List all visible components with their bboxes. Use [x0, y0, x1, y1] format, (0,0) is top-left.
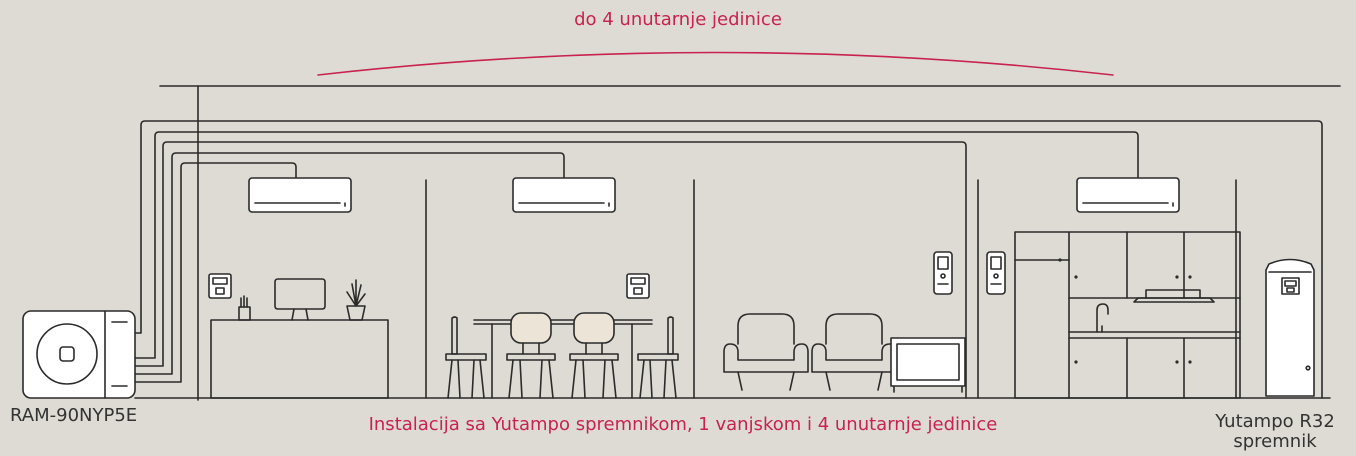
office-desk — [210, 278, 389, 399]
remote-controller-1 — [933, 251, 953, 295]
room-walls — [425, 179, 1237, 399]
wall-controller-1 — [208, 273, 232, 299]
dining-set — [445, 312, 679, 399]
yutampo-tank — [1265, 258, 1315, 397]
tv-cabinet — [890, 337, 966, 393]
indoor-unit-1 — [248, 177, 352, 213]
indoor-range-label: do 4 unutarnje jedinice — [574, 9, 782, 30]
indoor-unit-3 — [1076, 177, 1180, 213]
armchair-1 — [723, 313, 809, 391]
outdoor-unit — [22, 310, 136, 399]
tank-label: Yutampo R32 spremnik — [1200, 412, 1350, 452]
kitchen — [1014, 231, 1241, 399]
armchair-2 — [811, 313, 897, 391]
tank-label-line1: Yutampo R32 — [1215, 411, 1335, 432]
range-arc — [317, 51, 1114, 76]
indoor-unit-2 — [512, 177, 616, 213]
refrigerant-pipes — [132, 120, 1323, 399]
wall-controller-2 — [626, 273, 650, 299]
outdoor-unit-label: RAM-90NYP5E — [10, 405, 138, 426]
diagram-caption: Instalacija sa Yutampo spremnikom, 1 van… — [368, 414, 998, 435]
tank-label-line2: spremnik — [1233, 431, 1317, 452]
remote-controller-2 — [986, 251, 1006, 295]
